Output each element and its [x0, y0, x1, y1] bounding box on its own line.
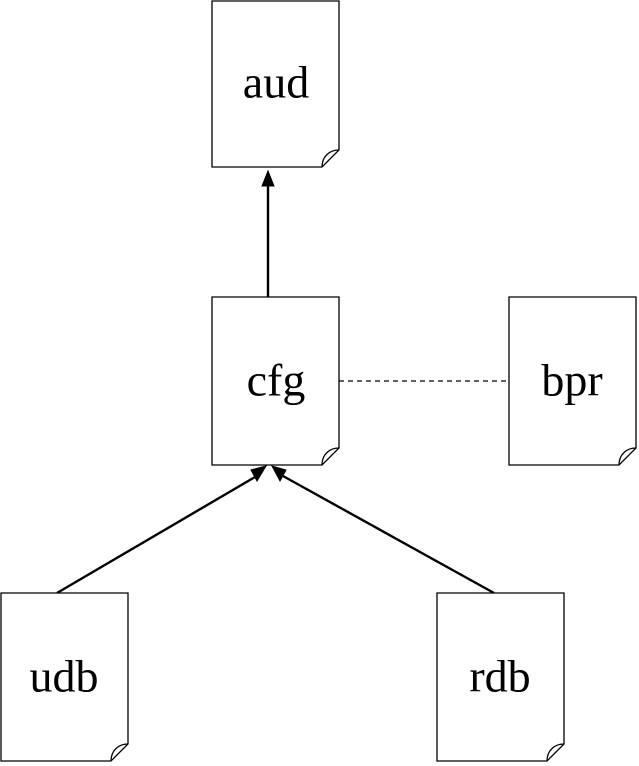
arrowhead-cfg-from-udb	[250, 465, 268, 483]
node-label-aud: aud	[243, 57, 309, 108]
node-bpr: bpr	[508, 296, 637, 466]
node-rdb: rdb	[436, 592, 565, 762]
edge-rdb-to-cfg	[282, 474, 495, 595]
edge-udb-to-cfg	[56, 475, 256, 595]
node-label-bpr: bpr	[541, 355, 602, 406]
arrowhead-aud	[261, 169, 275, 187]
edges	[56, 169, 509, 595]
node-label-udb: udb	[30, 651, 99, 702]
node-aud: aud	[211, 0, 340, 168]
node-label-cfg: cfg	[247, 355, 306, 406]
node-udb: udb	[0, 592, 129, 762]
arrowhead-cfg-from-rdb	[271, 465, 287, 483]
node-cfg: cfg	[211, 296, 340, 466]
node-label-rdb: rdb	[469, 651, 530, 702]
